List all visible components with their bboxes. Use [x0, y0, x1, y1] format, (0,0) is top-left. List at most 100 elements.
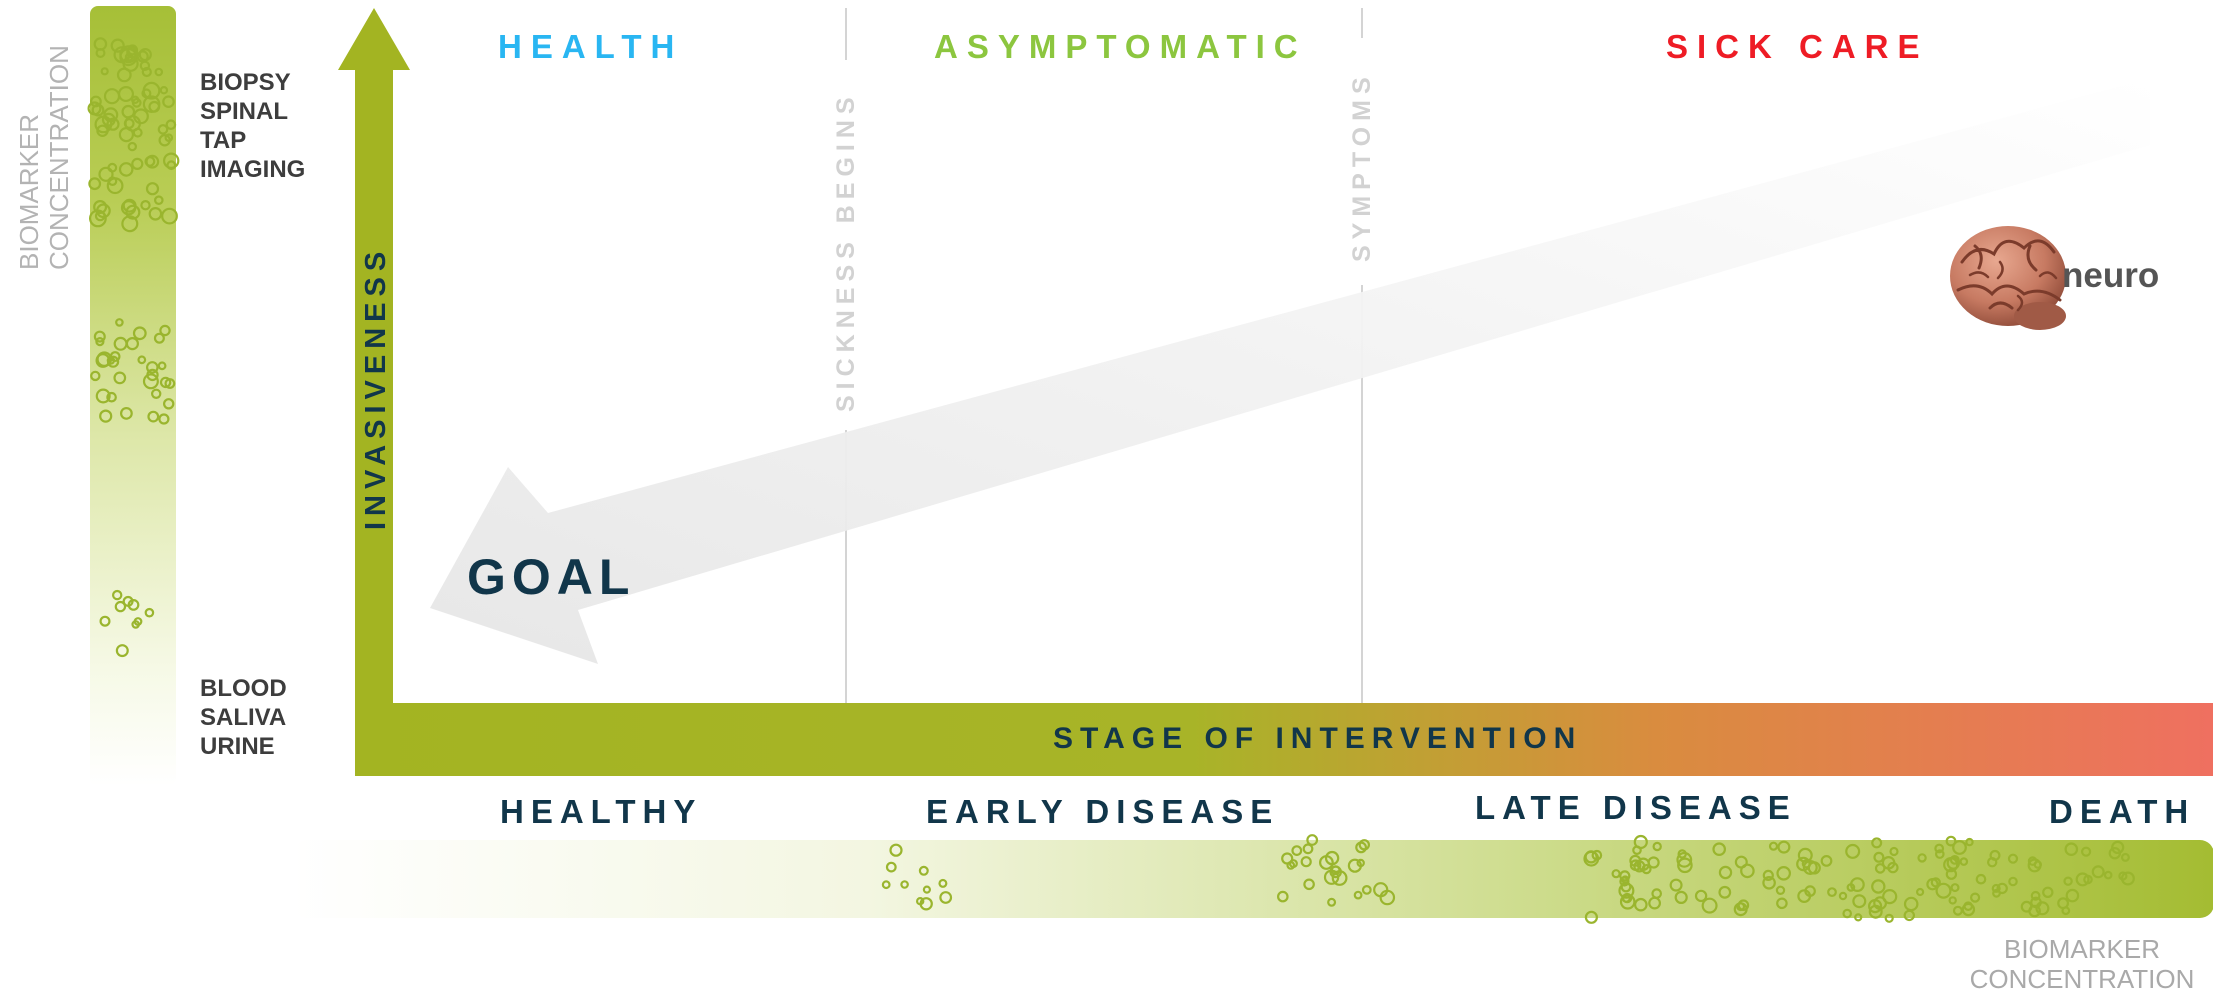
- biomarker-bubble: [130, 95, 140, 105]
- invasive-samples-list: BIOPSY SPINAL TAP IMAGING: [200, 68, 305, 184]
- biomarker-bubble: [113, 46, 131, 64]
- bottom-biomarker-bubbles: [881, 834, 2135, 924]
- biomarker-bubble: [1669, 878, 1683, 892]
- biomarker-bubble: [922, 885, 932, 894]
- biomarker-bubble: [140, 199, 151, 211]
- biomarker-bubble: [157, 361, 167, 371]
- biomarker-bubble: [2030, 890, 2041, 901]
- biomarker-bubble: [1676, 851, 1693, 868]
- biomarker-bubble: [1926, 878, 1939, 891]
- biomarker-bubble: [1303, 878, 1315, 891]
- biomarker-bubble: [2042, 886, 2054, 899]
- right-biomarker-label: BIOMARKER CONCENTRATION: [1966, 934, 2198, 994]
- biomarker-bubble: [119, 45, 138, 64]
- biomarker-bubble: [1776, 865, 1791, 881]
- stage-header-health: HEALTH: [498, 28, 684, 65]
- biomarker-bubble: [137, 355, 147, 365]
- biomarker-bubble: [106, 391, 117, 403]
- biomarker-bubble: [1996, 882, 2008, 895]
- biomarker-bubble: [1619, 870, 1631, 882]
- disease-stage-early: EARLY DISEASE: [926, 793, 1280, 830]
- biomarker-bubble: [1873, 851, 1885, 863]
- biomarker-bubble: [119, 407, 133, 420]
- right-biomarker-label-line2: CONCENTRATION: [1969, 964, 2195, 994]
- biomarker-bubble: [1915, 887, 1925, 897]
- biomarker-bubble: [1762, 875, 1776, 890]
- biomarker-bubble: [1948, 896, 1957, 905]
- biomarker-bubble: [132, 326, 147, 341]
- biomarker-bubble: [106, 117, 120, 131]
- sample-item: URINE: [200, 733, 275, 760]
- biomarker-bubble: [1961, 902, 1976, 917]
- biomarker-bubble: [2063, 876, 2073, 886]
- biomarker-bubble: [144, 607, 155, 618]
- biomarker-bubble: [1935, 849, 1945, 859]
- biomarker-bubble: [96, 124, 109, 138]
- biomarker-bubble: [2030, 896, 2042, 909]
- biomarker-bubble: [144, 155, 156, 167]
- biomarker-bubble: [164, 133, 174, 143]
- biomarker-bubble: [1300, 856, 1312, 868]
- biomarker-bubble: [1991, 883, 2001, 893]
- biomarker-bubble: [2007, 853, 2019, 864]
- biomarker-bubble: [1801, 859, 1812, 869]
- biomarker-bubble: [100, 67, 109, 76]
- biomarker-bubble: [133, 617, 143, 626]
- biomarker-bubble: [162, 398, 175, 410]
- goal-arrow: [430, 78, 2150, 664]
- biomarker-bubble: [2081, 846, 2092, 857]
- biomarker-bubble: [1775, 885, 1786, 896]
- biomarker-bubble: [2111, 840, 2125, 855]
- biomarker-bubble: [1797, 847, 1813, 863]
- bottom-biomarker-bar: [292, 840, 2213, 918]
- biomarker-bubble: [1734, 855, 1748, 869]
- biomarker-bubble: [939, 891, 953, 904]
- biomarker-bubble: [1677, 849, 1687, 859]
- biomarker-bubble: [1327, 897, 1337, 907]
- invasiveness-axis-arrowhead: [338, 8, 410, 70]
- biomarker-bubble: [120, 199, 137, 216]
- biomarker-bubble: [1873, 896, 1887, 910]
- biomarker-bubble: [1361, 885, 1372, 895]
- brain-icon: [1950, 226, 2066, 330]
- biomarker-bubble: [1952, 840, 1967, 855]
- biomarker-bubble: [1969, 892, 1981, 903]
- biomarker-bubble: [127, 141, 137, 152]
- biomarker-bubble: [154, 195, 164, 206]
- biomarker-bubble: [2091, 865, 2105, 879]
- biomarker-bubble: [1884, 913, 1894, 923]
- biomarker-bubble: [96, 351, 113, 367]
- biomarker-bubble: [1871, 837, 1883, 849]
- stage-header-asymptomatic: ASYMPTOMATIC: [934, 28, 1307, 65]
- biomarker-bubble: [885, 861, 897, 873]
- divider-label-sickness-begins: SICKNESS BEGINS: [832, 91, 860, 412]
- biomarker-bubble: [113, 371, 127, 385]
- biomarker-bubble: [1946, 856, 1961, 870]
- disease-stage-death: DEATH: [2049, 793, 2196, 830]
- biomarker-bubble: [1874, 863, 1886, 874]
- biomarker-bubble: [1917, 853, 1927, 863]
- biomarker-bubble: [1611, 869, 1621, 879]
- biomarker-bubble: [118, 127, 135, 143]
- biomarker-bubble: [146, 368, 159, 382]
- biomarker-bubble: [106, 177, 124, 195]
- biomarker-bubble: [1329, 865, 1342, 879]
- biomarker-bubble: [116, 67, 132, 83]
- biomarker-bubble: [1634, 897, 1648, 912]
- biomarker-bubble: [1776, 897, 1788, 910]
- biomarker-bubble: [1677, 857, 1693, 874]
- biomarker-bubble: [164, 378, 176, 389]
- biomarker-bubble: [1740, 863, 1755, 879]
- biomarker-bubble: [147, 410, 160, 423]
- biomarker-bubble: [95, 337, 105, 347]
- biomarker-bubble: [1989, 849, 2001, 861]
- biomarker-bubble: [1762, 869, 1774, 882]
- biomarker-bubble: [165, 119, 177, 130]
- left-biomarker-label-line2: CONCENTRATION: [44, 45, 74, 270]
- biomarker-bubble: [2065, 888, 2080, 903]
- sample-item: TAP: [200, 127, 247, 154]
- biomarker-bubble: [1712, 842, 1726, 856]
- biomarker-bubble: [2075, 872, 2090, 887]
- biomarker-bubble: [162, 152, 180, 169]
- biomarker-bubble: [1324, 850, 1340, 866]
